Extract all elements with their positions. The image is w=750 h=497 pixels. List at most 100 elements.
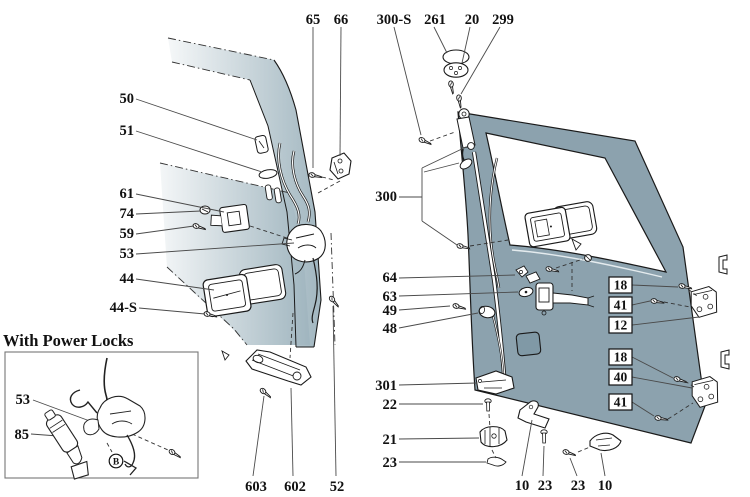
check-10b: [589, 432, 622, 452]
striker-66-shape: [329, 152, 352, 180]
callout-41a: 41: [614, 298, 628, 313]
leader-51: [135, 130, 263, 173]
bezel-right-shape: [524, 206, 571, 248]
pin-300: [467, 142, 475, 150]
callout-10b: 10: [598, 478, 613, 494]
latch-assembly: [535, 282, 595, 316]
left-door-parts-shape: [258, 140, 265, 149]
striker-66: [329, 152, 352, 180]
latch-assembly-shape: [535, 282, 554, 311]
clips-64-shape: [519, 270, 523, 274]
latch-53-shape: [311, 257, 318, 324]
mirror-base-20-shape: [443, 62, 469, 78]
actuator-85-shape: [66, 445, 83, 465]
screw-23b: [540, 429, 548, 444]
frame-slot: [273, 187, 282, 204]
leader-61: [135, 193, 225, 213]
clip-300: [459, 158, 473, 170]
left-door-parts: [191, 134, 352, 400]
striker-66-shape: [337, 158, 343, 164]
screw-603: [258, 386, 273, 400]
callout-603: 603: [245, 479, 267, 495]
callout-18b: 18: [614, 350, 628, 365]
callout-44s: 44-S: [110, 300, 137, 316]
actuator-85-shape: [70, 460, 89, 480]
callout-inset-85: 85: [15, 427, 30, 443]
inset-title: With Power Locks: [3, 331, 134, 350]
leader-52: [332, 305, 337, 477]
leader-261: [433, 26, 448, 54]
callout-602: 602: [284, 479, 306, 495]
left-frame-band: [168, 38, 321, 347]
left-door-frame-shape: [249, 79, 297, 348]
inner-handle-61-shape: [226, 210, 242, 227]
hinge-upper: [689, 285, 719, 319]
callout-22: 22: [383, 397, 398, 413]
circled-b: [108, 453, 124, 469]
assembly-dashes-shape: [429, 131, 456, 142]
leader-44s: [138, 307, 206, 315]
striker-66-shape: [333, 161, 339, 175]
callout-44: 44: [120, 271, 135, 287]
bezel-right-shape: [534, 218, 550, 238]
actuator-85-shape: [49, 419, 63, 429]
left-door-frame-shape: [273, 59, 322, 348]
cut-line-top-inner: [171, 61, 251, 81]
corner-bracket-300-shape: [461, 111, 467, 117]
lock-cylinder-48-shape: [478, 306, 486, 314]
striker-66-shape: [338, 168, 344, 174]
actuator-301-shape: [481, 379, 507, 389]
right-door-panel-shape: [585, 255, 591, 261]
screw-mirror: [447, 80, 456, 95]
leader-53: [135, 242, 295, 255]
bracket-10a-shape: [517, 400, 550, 429]
assembly-dashes-shape: [321, 176, 335, 181]
screw-299: [455, 94, 464, 109]
leader-41a: [631, 300, 651, 306]
leader-18b: [631, 356, 674, 379]
callout-64: 64: [383, 270, 398, 286]
assembly-dashes-shape: [577, 446, 591, 453]
callout-18a: 18: [614, 278, 628, 293]
outer-handle-602-shape: [292, 371, 302, 381]
power-lock-assembly-shape: [123, 434, 138, 476]
inner-handle-61: [210, 203, 250, 233]
leader-10b: [600, 452, 606, 477]
callout-261: 261: [424, 12, 446, 28]
corner-bracket-300: [456, 108, 476, 166]
inner-handle-61-shape: [219, 203, 250, 233]
bolt-22: [484, 398, 492, 412]
left-door-frame-shape: [278, 142, 300, 225]
callout-66: 66: [334, 12, 349, 28]
callout-300: 300: [375, 189, 397, 205]
outer-handle-602: [245, 349, 312, 386]
callout-23c: 23: [571, 478, 586, 494]
leader-18a: [631, 284, 679, 288]
assembly-dashes-shape: [663, 301, 691, 308]
clips-64: [515, 265, 541, 284]
actuator-301-shape: [478, 379, 482, 383]
callout-49: 49: [383, 303, 398, 319]
callout-299: 299: [492, 12, 514, 28]
door-pad: [515, 331, 542, 357]
callout-inset-53: 53: [16, 392, 31, 408]
leader-lines: [30, 26, 700, 477]
latch-assembly-shape: [587, 295, 595, 308]
bracket-21-shape: [491, 433, 497, 439]
latch-53-shape: [294, 259, 306, 275]
clips-64-shape: [525, 271, 541, 284]
corner-bracket-300-shape: [456, 116, 476, 149]
right-door-panel: [417, 49, 730, 467]
bracket-10a: [517, 400, 550, 429]
leader-23b: [542, 445, 545, 477]
leader-66: [339, 26, 342, 157]
assembly-dashes-shape: [317, 180, 341, 194]
leader-48: [398, 312, 479, 329]
leader-63: [398, 291, 519, 297]
outer-handle-602-shape: [252, 354, 264, 364]
leader-300s: [393, 26, 422, 136]
bezel-right-shape: [549, 225, 552, 228]
callout-65: 65: [306, 12, 321, 28]
callout-box-40: [608, 368, 633, 386]
